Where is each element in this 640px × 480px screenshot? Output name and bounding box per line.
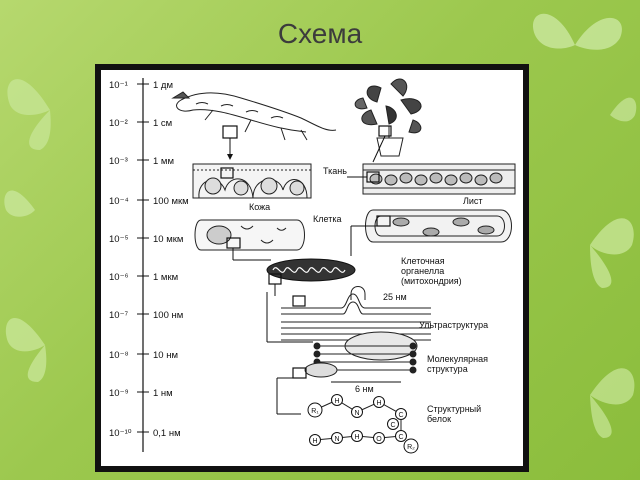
atom-node <box>351 406 363 418</box>
plant-cell-drawing <box>365 209 512 243</box>
scale-exponent: 10⁻¹⁰ <box>109 428 132 439</box>
atom-label: H <box>376 400 381 407</box>
butterfly-icon <box>4 190 35 217</box>
diagram-panel: 10⁻¹ 1 дм 10⁻² 1 см 10⁻³ 1 мм 10⁻⁴ 100 мкм 10⁻⁵ 1… <box>101 70 523 466</box>
atom-node <box>395 430 407 442</box>
atom-label: C <box>398 434 403 441</box>
atom-label: O <box>376 436 382 443</box>
animal-cell-drawing <box>194 219 305 251</box>
scale-exponent: 10⁻⁹ <box>109 388 129 399</box>
ultrastructure-label: Ультраструктура <box>419 320 488 330</box>
plant-drawing <box>354 78 422 157</box>
scale-exponent: 10⁻⁸ <box>109 350 129 361</box>
scale-size: 0,1 нм <box>153 428 181 439</box>
butterfly-icon <box>7 79 51 150</box>
ultrastructure-drawing <box>281 286 431 341</box>
atom-node <box>387 418 399 430</box>
lizard-drawing <box>171 91 337 141</box>
atom-node <box>373 432 385 444</box>
scale-size: 100 мкм <box>153 196 189 207</box>
scale-size: 1 нм <box>153 388 173 399</box>
scale-size: 10 нм <box>153 350 178 361</box>
atom-label: R₂ <box>407 444 415 451</box>
organelle-label-3: (митохондрия) <box>401 276 462 286</box>
butterfly-icon <box>610 97 637 122</box>
atom-label: C <box>398 412 403 419</box>
skin-drawing <box>192 163 312 199</box>
slide-title: Схема <box>277 18 363 49</box>
organelle-label-1: Клеточная <box>401 256 445 266</box>
atom-label: H <box>312 438 317 445</box>
scale-size: 1 см <box>153 118 172 129</box>
scale-exponent: 10⁻² <box>109 118 128 129</box>
nm25-label: 25 нм <box>383 292 407 302</box>
scale-size: 1 дм <box>153 80 173 91</box>
biological-levels-diagram: 10⁻¹ 1 дм 10⁻² 1 см 10⁻³ 1 мм 10⁻⁴ 100 мкм 10⁻⁵ 1… <box>109 78 516 454</box>
diagram-frame: 10⁻¹ 1 дм 10⁻² 1 см 10⁻³ 1 мм 10⁻⁴ 100 мкм 10⁻⁵ 1… <box>95 64 529 472</box>
scale-exponent: 10⁻⁵ <box>109 234 129 245</box>
scale-exponent: 10⁻⁶ <box>109 272 129 283</box>
scale-exponent: 10⁻¹ <box>109 80 128 91</box>
scale-size: 1 мм <box>153 156 174 167</box>
organelle-label-2: органелла <box>401 266 444 276</box>
scale-size: 1 мкм <box>153 272 178 283</box>
protein-chain-drawing <box>314 399 402 441</box>
atom-node <box>395 408 407 420</box>
atom-node <box>403 438 419 454</box>
atom-node <box>351 430 363 442</box>
molecular-structure-drawing <box>304 331 418 378</box>
molecular-label-2: структура <box>427 364 468 374</box>
butterfly-icon <box>590 368 635 438</box>
atom-node <box>331 432 343 444</box>
butterfly-icon <box>590 218 634 288</box>
atom-node <box>307 402 323 418</box>
tissue-label: Ткань <box>323 166 347 176</box>
protein-label-2: белок <box>427 414 451 424</box>
scale-size: 100 нм <box>153 310 183 321</box>
atom-label: H <box>354 434 359 441</box>
molecular-label-1: Молекулярная <box>427 354 488 364</box>
atom-node <box>331 394 343 406</box>
scale-exponent: 10⁻⁷ <box>109 310 129 321</box>
butterfly-icon <box>533 13 622 50</box>
atom-node <box>309 434 321 446</box>
mitochondrion-drawing <box>266 258 356 282</box>
cell-label: Клетка <box>313 214 341 224</box>
atom-label: C <box>390 422 395 429</box>
atom-label: R₁ <box>311 408 319 415</box>
scale-exponent: 10⁻⁴ <box>109 196 129 207</box>
scale-size: 10 мкм <box>153 234 183 245</box>
atom-label: H <box>334 398 339 405</box>
scale-exponent: 10⁻³ <box>109 156 128 167</box>
skin-label: Кожа <box>249 202 270 212</box>
leaf-tissue-drawing <box>362 163 516 195</box>
atom-label: N <box>354 410 359 417</box>
atom-node <box>373 396 385 408</box>
scale-axis: 10⁻¹ 1 дм 10⁻² 1 см 10⁻³ 1 мм 10⁻⁴ 100 мкм 10⁻⁵ 1… <box>109 80 189 439</box>
protein-label-1: Структурный <box>427 404 481 414</box>
leaf-label: Лист <box>463 196 483 206</box>
nm6-label: 6 нм <box>355 384 374 394</box>
atom-label: N <box>334 436 339 443</box>
butterfly-icon <box>5 317 47 382</box>
